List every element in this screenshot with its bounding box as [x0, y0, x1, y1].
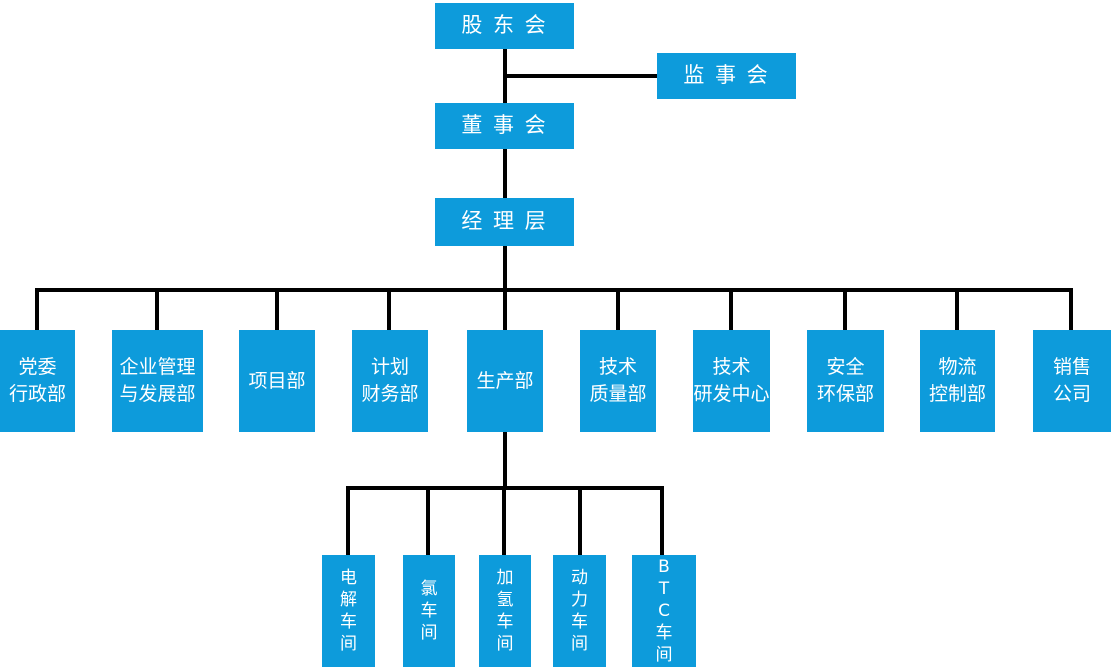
node-dept-project: 项目部 — [239, 330, 315, 432]
node-board-of-directors: 董 事 会 — [435, 103, 574, 149]
node-workshop-hydrogenation: 加 氢 车 间 — [479, 555, 531, 667]
node-label: 企业管理 与发展部 — [119, 356, 196, 405]
node-dept-enterprise-mgmt-dev: 企业管理 与发展部 — [112, 330, 203, 432]
node-label: 股 东 会 — [461, 13, 548, 38]
node-label: 电 解 车 间 — [340, 567, 357, 655]
node-dept-tech-rnd-center: 技术 研发中心 — [693, 330, 770, 432]
node-dept-safety-env: 安全 环保部 — [807, 330, 884, 432]
connector-dept-stub-3 — [275, 290, 279, 332]
node-label: 经 理 层 — [461, 209, 548, 234]
node-label: 氯 车 间 — [420, 578, 438, 644]
connector-dept-stub-10 — [1069, 290, 1073, 332]
connector-supervisory-branch — [505, 74, 659, 78]
node-label: 党委 行政部 — [8, 356, 66, 405]
connector-dept-stub-5 — [503, 290, 507, 332]
node-workshop-btc: B T C 车 间 — [632, 555, 696, 667]
node-label: 物流 控制部 — [928, 356, 986, 405]
connector-board-management — [503, 147, 507, 200]
connector-dept-stub-4 — [387, 290, 391, 332]
connector-dept-stub-9 — [955, 290, 959, 332]
node-shareholders-meeting: 股 东 会 — [435, 3, 574, 49]
node-label: 技术 质量部 — [589, 356, 647, 405]
node-supervisory-board: 监 事 会 — [657, 53, 796, 99]
node-dept-production: 生产部 — [467, 330, 543, 432]
connector-dept-bar — [35, 288, 1073, 292]
node-label: B T C 车 间 — [655, 556, 673, 666]
connector-workshop-stub-2 — [426, 488, 430, 557]
connector-workshop-stub-4 — [578, 488, 582, 557]
node-label: 监 事 会 — [683, 63, 770, 88]
connector-dept-stub-8 — [843, 290, 847, 332]
connector-workshop-stub-3 — [502, 488, 506, 557]
connector-dept-stub-6 — [616, 290, 620, 332]
connector-management-deptbar — [503, 244, 507, 292]
node-label: 销售 公司 — [1052, 356, 1091, 405]
node-label: 动 力 车 间 — [571, 567, 588, 655]
node-workshop-chlorine: 氯 车 间 — [403, 555, 455, 667]
node-dept-party-admin: 党委 行政部 — [0, 330, 75, 432]
connector-production-workshopbar — [503, 430, 507, 488]
connector-dept-stub-1 — [35, 290, 39, 332]
connector-dept-stub-7 — [729, 290, 733, 332]
connector-workshop-stub-5 — [660, 488, 664, 557]
node-label: 安全 环保部 — [816, 356, 874, 405]
node-dept-tech-quality: 技术 质量部 — [580, 330, 656, 432]
node-workshop-electrolysis: 电 解 车 间 — [322, 555, 375, 667]
node-dept-sales-company: 销售 公司 — [1033, 330, 1111, 432]
node-label: 项目部 — [248, 369, 306, 392]
node-label: 加 氢 车 间 — [496, 567, 514, 655]
node-dept-planning-finance: 计划 财务部 — [352, 330, 428, 432]
connector-dept-stub-2 — [155, 290, 159, 332]
node-management-level: 经 理 层 — [435, 198, 574, 246]
connector-workshop-stub-1 — [346, 488, 350, 557]
node-dept-logistics-control: 物流 控制部 — [920, 330, 995, 432]
node-label: 董 事 会 — [461, 113, 548, 138]
node-label: 生产部 — [476, 369, 534, 392]
node-workshop-power: 动 力 车 间 — [553, 555, 606, 667]
node-label: 计划 财务部 — [361, 356, 419, 405]
node-label: 技术 研发中心 — [693, 356, 770, 405]
